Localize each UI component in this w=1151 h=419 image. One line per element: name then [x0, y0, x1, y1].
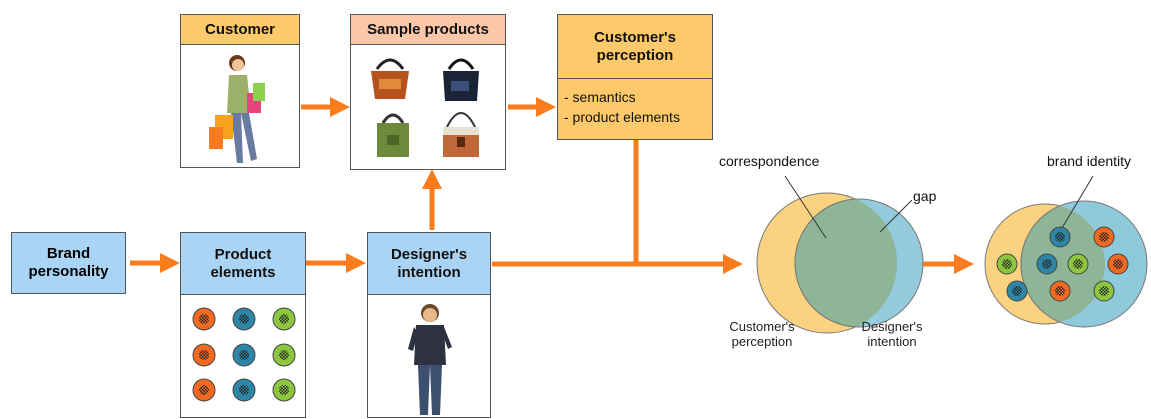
sample-products-title: Sample products — [367, 20, 489, 38]
standing-man-photo-icon — [408, 304, 452, 415]
customer-title: Customer — [204, 20, 275, 38]
customer-box: Customer — [180, 14, 300, 168]
designers-intention-title: Designer's intention — [390, 246, 468, 281]
perception-item-semantics: - semantics — [564, 89, 636, 105]
handbag-photo-icon — [371, 58, 479, 157]
brand-personality-title: Brand personality — [28, 245, 109, 280]
handbag-4 — [443, 112, 479, 157]
venn-right-label: Designer's intention — [861, 319, 923, 349]
venn-left-label: Customer's perception — [729, 319, 795, 349]
customer-perception-title: Customer's perception — [594, 29, 676, 64]
product-elements-header: Product elements — [181, 233, 305, 295]
shopping-woman-photo-icon — [209, 55, 265, 163]
sample-products-box: Sample products — [350, 14, 506, 170]
product-elements-box: Product elements — [180, 232, 306, 418]
flow-arrows — [130, 97, 974, 274]
perception-item-product-elements: - product elements — [564, 109, 680, 125]
handbag-1 — [371, 58, 409, 99]
brand-personality-box: Brand personality — [11, 232, 126, 294]
designers-intention-header: Designer's intention — [368, 233, 490, 295]
handbag-2 — [443, 58, 479, 101]
product-elements-title: Product elements — [210, 246, 276, 281]
designers-intention-box: Designer's intention — [367, 232, 491, 418]
customer-perception-box: Customer's perception - semantics - prod… — [557, 14, 713, 140]
element-dots-grid — [192, 307, 296, 402]
sample-products-header: Sample products — [351, 15, 505, 45]
brand-identity-label: brand identity — [1047, 153, 1132, 169]
customer-header: Customer — [181, 15, 299, 45]
handbag-3 — [377, 113, 409, 157]
brand-identity-dots — [996, 226, 1129, 302]
venn-gap-diagram — [756, 175, 924, 334]
gap-label: gap — [913, 188, 937, 204]
venn-brand-identity-diagram — [984, 175, 1148, 328]
correspondence-label: correspondence — [719, 153, 820, 169]
customer-perception-header: Customer's perception — [558, 15, 712, 79]
